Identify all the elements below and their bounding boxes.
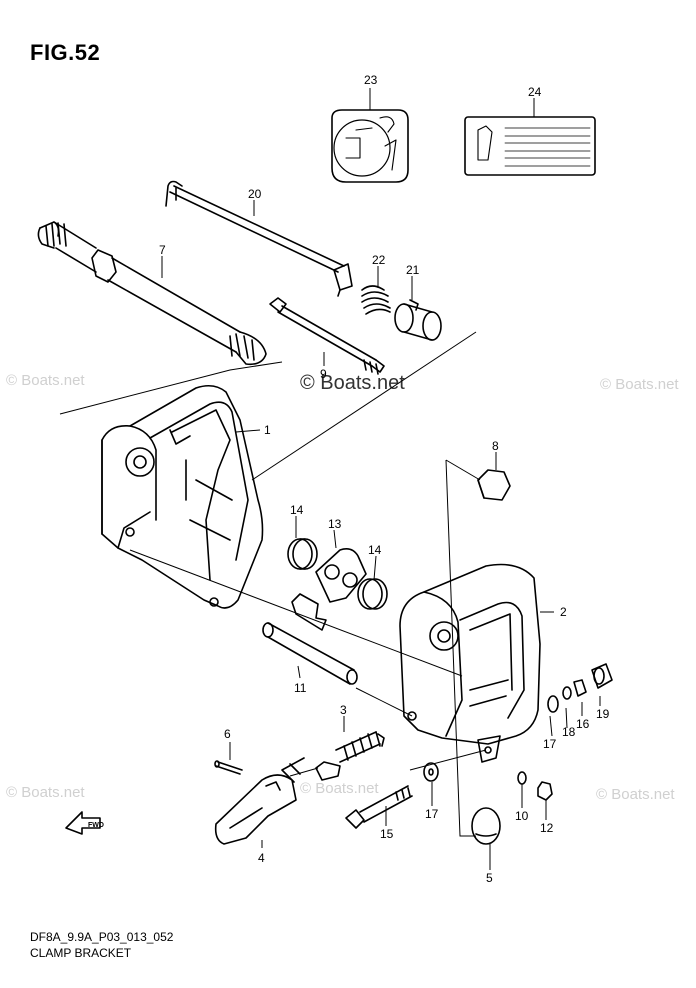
nut-12-drawing: [537, 781, 553, 801]
callout-16: 16: [576, 717, 590, 731]
bolt-15-drawing: [345, 785, 413, 829]
callout-20: 20: [248, 187, 262, 201]
decal-23-drawing: [331, 109, 409, 183]
callout-18: 18: [562, 725, 576, 739]
callout-17b: 17: [425, 807, 439, 821]
watermark-ghost: © Boats.net: [6, 372, 85, 389]
callout-4: 4: [258, 851, 265, 865]
callout-1: 1: [264, 423, 271, 437]
watermark-ghost: © Boats.net: [596, 786, 675, 803]
watermark-ghost: © Boats.net: [300, 780, 379, 797]
tube-7-drawing: [37, 221, 267, 366]
callout-17a: 17: [543, 737, 557, 751]
callout-15: 15: [380, 827, 394, 841]
callout-10: 10: [515, 809, 529, 823]
callout-22: 22: [372, 253, 386, 267]
diagram-code: DF8A_9.9A_P03_013_052: [30, 930, 174, 944]
watermark-ghost: © Boats.net: [600, 376, 679, 393]
callout-23: 23: [364, 73, 378, 87]
callout-12: 12: [540, 821, 554, 835]
spring-22-drawing: [361, 285, 391, 315]
leader-lines: [59, 88, 601, 870]
callout-8: 8: [492, 439, 499, 453]
callout-6: 6: [224, 727, 231, 741]
bushing-14b-drawing: [357, 578, 388, 610]
lever-4-drawing: [214, 757, 305, 845]
cap-5-drawing: [471, 807, 501, 845]
bushing-14a-drawing: [287, 538, 318, 570]
callout-19: 19: [596, 707, 610, 721]
nut-8-drawing: [477, 469, 511, 501]
bolt-9-drawing: [269, 297, 385, 375]
figure-title: FIG.52: [30, 40, 101, 65]
washer-set-drawing: [547, 663, 613, 713]
callout-2: 2: [560, 605, 567, 619]
pin-11-drawing: [262, 622, 358, 685]
stopper-plate-13-drawing: [291, 548, 367, 631]
callout-24: 24: [528, 85, 542, 99]
callout-13: 13: [328, 517, 342, 531]
callout-14a: 14: [290, 503, 304, 517]
diagram-name: CLAMP BRACKET: [30, 946, 132, 960]
callout-11: 11: [294, 681, 307, 695]
clamp-bracket-1-drawing: [101, 384, 264, 609]
callout-21: 21: [406, 263, 420, 277]
washer-10-drawing: [517, 771, 527, 785]
callout-3: 3: [340, 703, 347, 717]
watermark-ghost: © Boats.net: [6, 784, 85, 801]
rod-20-drawing: [165, 180, 353, 297]
watermark-main: © Boats.net: [300, 372, 405, 394]
clamp-bracket-2-drawing: [399, 563, 541, 763]
callout-7: 7: [159, 243, 166, 257]
pin-6-drawing: [214, 760, 243, 775]
washer-17b-drawing: [423, 762, 439, 782]
forward-arrow-icon: [65, 811, 101, 835]
threaded-rod-3-drawing: [315, 731, 385, 781]
forward-arrow-label: FWD: [88, 822, 104, 829]
callout-9: 9: [320, 367, 327, 381]
warning-label-24-drawing: [464, 116, 596, 176]
callout-5: 5: [486, 871, 493, 885]
bushing-21-drawing: [394, 299, 442, 341]
callout-14b: 14: [368, 543, 382, 557]
